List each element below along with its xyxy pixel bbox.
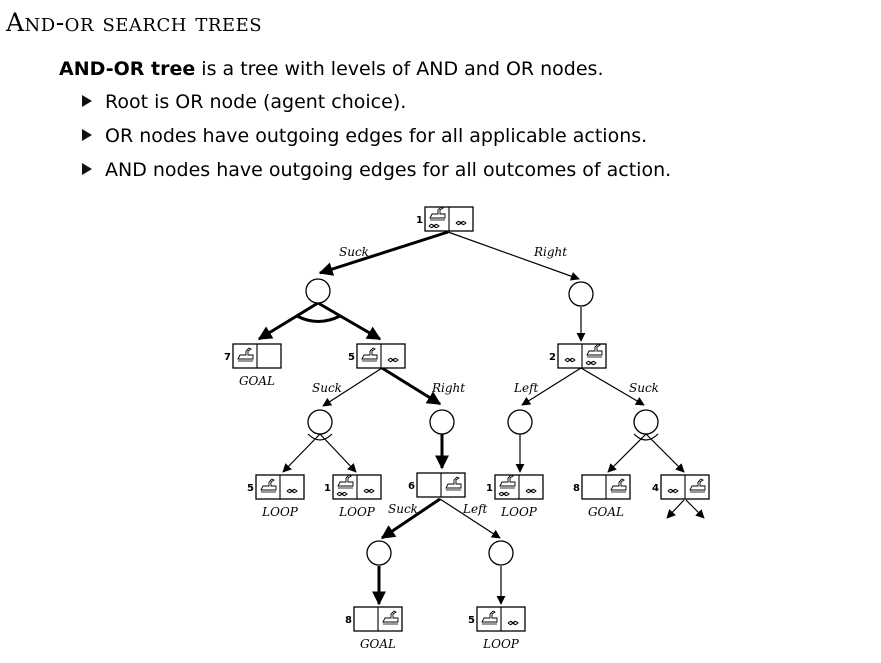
action-label-s6-suck: Suck [388,502,418,516]
action-label-root-suck: Suck [339,245,369,259]
bullet-item: Root is OR node (agent choice). [82,88,671,122]
and-arc [307,433,333,441]
edge [666,499,685,519]
state-number: 7 [224,352,231,363]
and-arc [296,314,341,323]
state-number: 5 [468,615,475,626]
edge [580,367,645,406]
slide-title: And-or search trees [6,8,263,37]
and-arcs [296,314,659,441]
bullet-triangle-icon [82,163,92,175]
edge [645,433,685,473]
state-number: 1 [486,483,493,494]
and-arc [633,433,659,441]
outcome-label: GOAL [588,505,624,519]
action-label-root-right: Right [533,245,567,259]
bullet-triangle-icon [82,129,92,141]
state-number: 8 [573,483,580,494]
lead-term: AND-OR tree [59,58,196,80]
edge [439,498,501,539]
and-node [366,540,392,566]
edge [317,301,382,341]
bullet-item: AND nodes have outgoing edges for all ou… [82,156,671,190]
action-label-s5-suck: Suck [312,381,342,395]
outcome-label: GOAL [239,374,275,388]
edge [607,433,647,473]
edge [381,366,442,406]
bullet-triangle-icon [82,95,92,107]
state-number: 2 [549,352,556,363]
state-node-s_root: 1 [416,206,474,232]
state-node-s_6: 6 [408,472,466,498]
slide-lead: AND-OR tree is a tree with levels of AND… [59,58,604,80]
edge [447,231,580,281]
and-node [488,540,514,566]
and-node [633,409,659,435]
outcome-label: GOAL [360,637,396,651]
lead-text: is a tree with levels of AND and OR node… [195,58,604,80]
state-node-s_4: 4 [652,474,710,500]
edge [322,367,383,407]
and-nodes [305,278,659,566]
and-node [305,278,331,304]
state-number: 4 [652,483,659,494]
state-number: 6 [408,481,415,492]
state-node-s_5a: 5 [348,343,406,369]
outcome-label: LOOP [500,505,538,519]
edge [257,301,319,341]
and-node [568,281,594,307]
edge [685,499,705,519]
outcome-label: LOOP [261,505,299,519]
edge [521,367,582,406]
bullet-list: Root is OR node (agent choice). OR nodes… [82,88,671,190]
and-node [307,409,333,435]
state-number: 1 [416,215,423,226]
and-node [429,409,455,435]
state-node-s_2: 2 [549,343,607,369]
bullet-text: AND nodes have outgoing edges for all ou… [105,159,672,181]
state-number: 1 [324,483,331,494]
action-label-s2-left: Left [513,381,539,395]
state-number: 5 [247,483,254,494]
edge [282,433,321,473]
action-labels: Suck Right Suck Right Left Suck Suck Lef… [312,245,659,516]
outcome-label: LOOP [338,505,376,519]
edge [318,230,449,276]
outcome-label: LOOP [482,637,520,651]
action-label-s2-suck: Suck [629,381,659,395]
and-node [507,409,533,435]
bullet-text: OR nodes have outgoing edges for all app… [105,125,648,147]
state-number: 5 [348,352,355,363]
state-number: 8 [345,615,352,626]
action-label-s5-right: Right [431,381,465,395]
action-label-s6-left: Left [462,502,488,516]
tree-edges [257,230,705,606]
bullet-text: Root is OR node (agent choice). [105,91,407,113]
edge [319,433,357,473]
edge [380,497,441,540]
bullet-item: OR nodes have outgoing edges for all app… [82,122,671,156]
